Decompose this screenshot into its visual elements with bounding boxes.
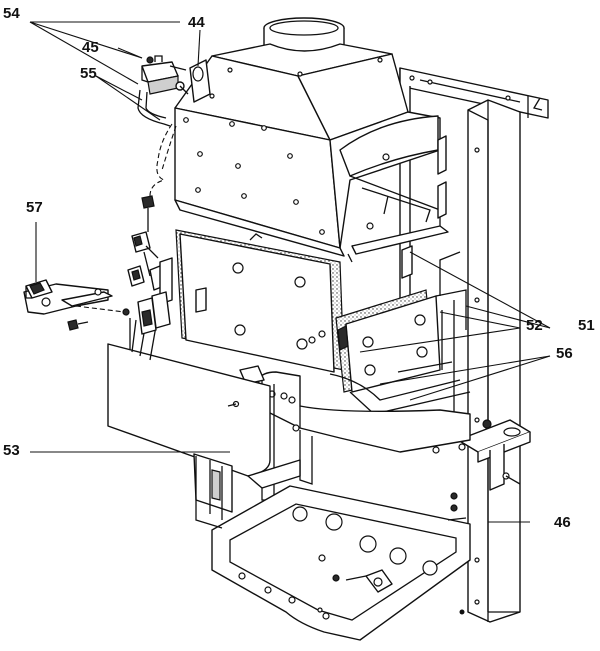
callout-51: 51 xyxy=(578,317,595,334)
combustion-chamber xyxy=(175,229,345,373)
burner-plate-52 xyxy=(335,245,441,393)
right-column-46 xyxy=(459,99,521,623)
callout-46: 46 xyxy=(554,514,571,531)
leader-lines xyxy=(29,21,551,523)
control-panel-53 xyxy=(107,291,301,529)
callout-44: 44 xyxy=(188,14,205,31)
wire-harness xyxy=(127,123,177,305)
callout-55: 55 xyxy=(80,65,97,82)
fan-hood xyxy=(174,17,449,263)
callout-54: 54 xyxy=(3,5,20,22)
callout-56: 56 xyxy=(556,345,573,362)
pressure-switch-assembly xyxy=(137,55,189,127)
bracket-57 xyxy=(23,279,130,331)
callout-52: 52 xyxy=(526,317,543,334)
mounting-bracket xyxy=(457,419,531,491)
callout-labels: 54 44 45 55 57 52 51 56 53 46 xyxy=(3,5,595,531)
callout-57: 57 xyxy=(26,199,43,216)
base-tray xyxy=(211,485,471,641)
callout-45: 45 xyxy=(82,39,99,56)
callout-53: 53 xyxy=(3,442,20,459)
